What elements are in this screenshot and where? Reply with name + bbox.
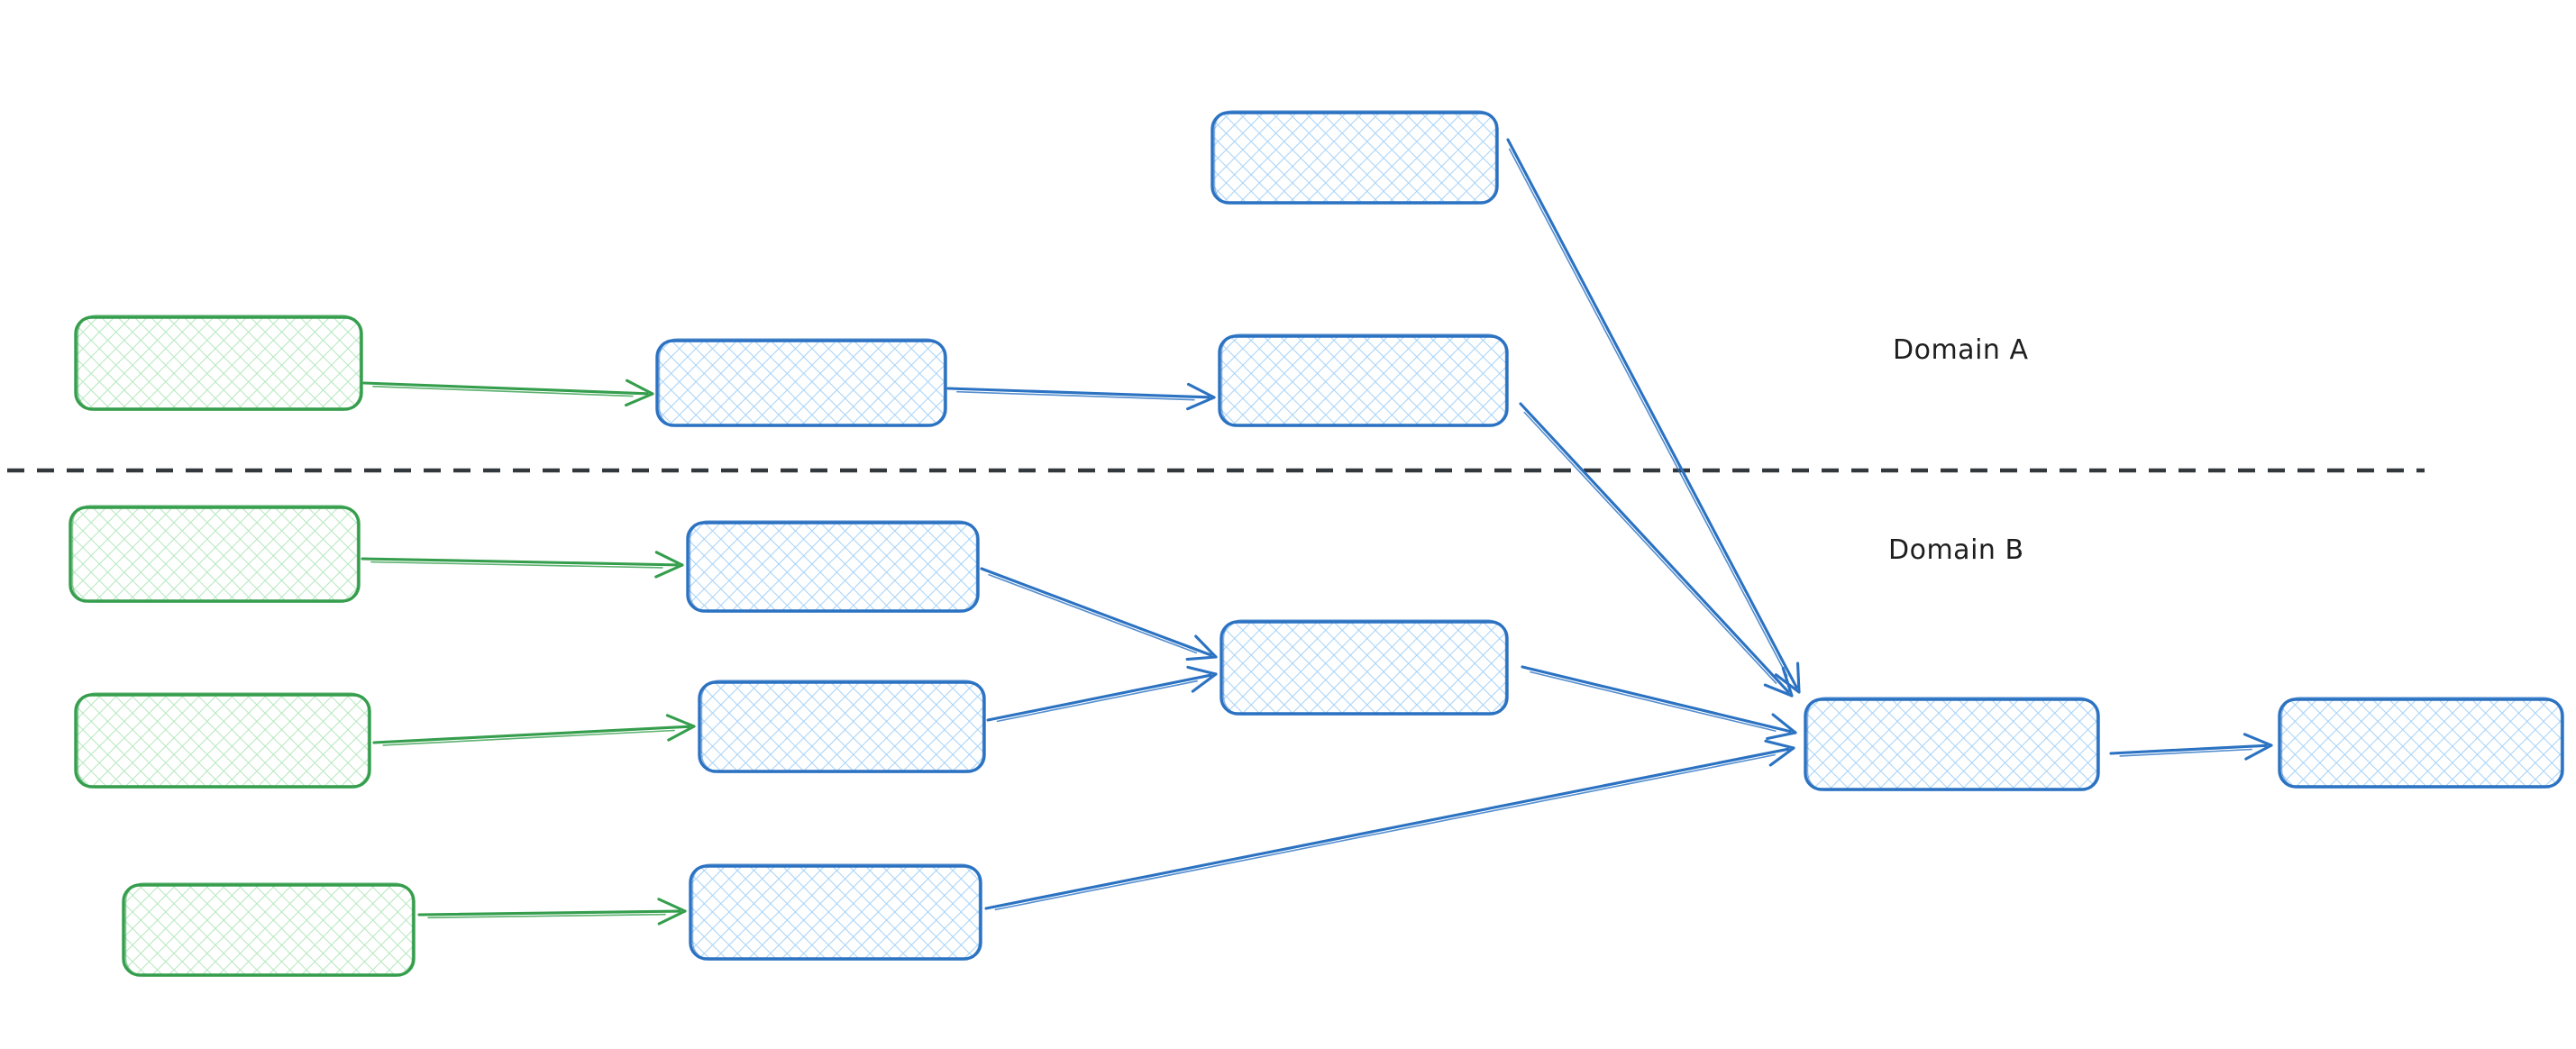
domain-b-label: Domain B [1888,534,2024,566]
node-sink[interactable] [1804,697,2100,791]
node-source-b-1[interactable] [69,505,361,603]
node-process-b-3[interactable] [689,863,982,961]
node-merge-b[interactable] [1219,619,1509,716]
edge-process-a-1-to-process-a-2[interactable] [946,382,1216,411]
node-process-b-1[interactable] [686,520,980,613]
edge-merge-b-to-sink[interactable] [1521,665,1797,741]
edge-sink-to-output[interactable] [2109,733,2273,761]
node-process-a-2[interactable] [1218,333,1509,427]
edge-source-b-3-to-process-b-3[interactable] [417,898,687,926]
edge-source-b-2-to-process-b-2[interactable] [372,714,696,746]
node-upstream-a[interactable] [1210,110,1499,205]
edge-process-a-2-to-sink[interactable] [1519,402,1794,698]
domain-a-label: Domain A [1893,334,2029,366]
edge-process-b-1-to-merge-b[interactable] [980,567,1218,661]
edge-process-b-3-to-sink[interactable] [984,739,1795,911]
node-source-a[interactable] [74,315,363,411]
node-source-b-3[interactable] [122,882,416,977]
node-process-a-1[interactable] [655,338,947,427]
node-source-b-2[interactable] [74,692,371,789]
node-process-b-2[interactable] [698,680,986,773]
edge-upstream-a-to-sink[interactable] [1506,138,1801,694]
node-output[interactable] [2278,697,2564,789]
edge-source-a-to-process-a-1[interactable] [362,379,654,407]
edge-process-b-2-to-merge-b[interactable] [986,665,1218,723]
edge-source-b-1-to-process-b-1[interactable] [361,551,684,579]
